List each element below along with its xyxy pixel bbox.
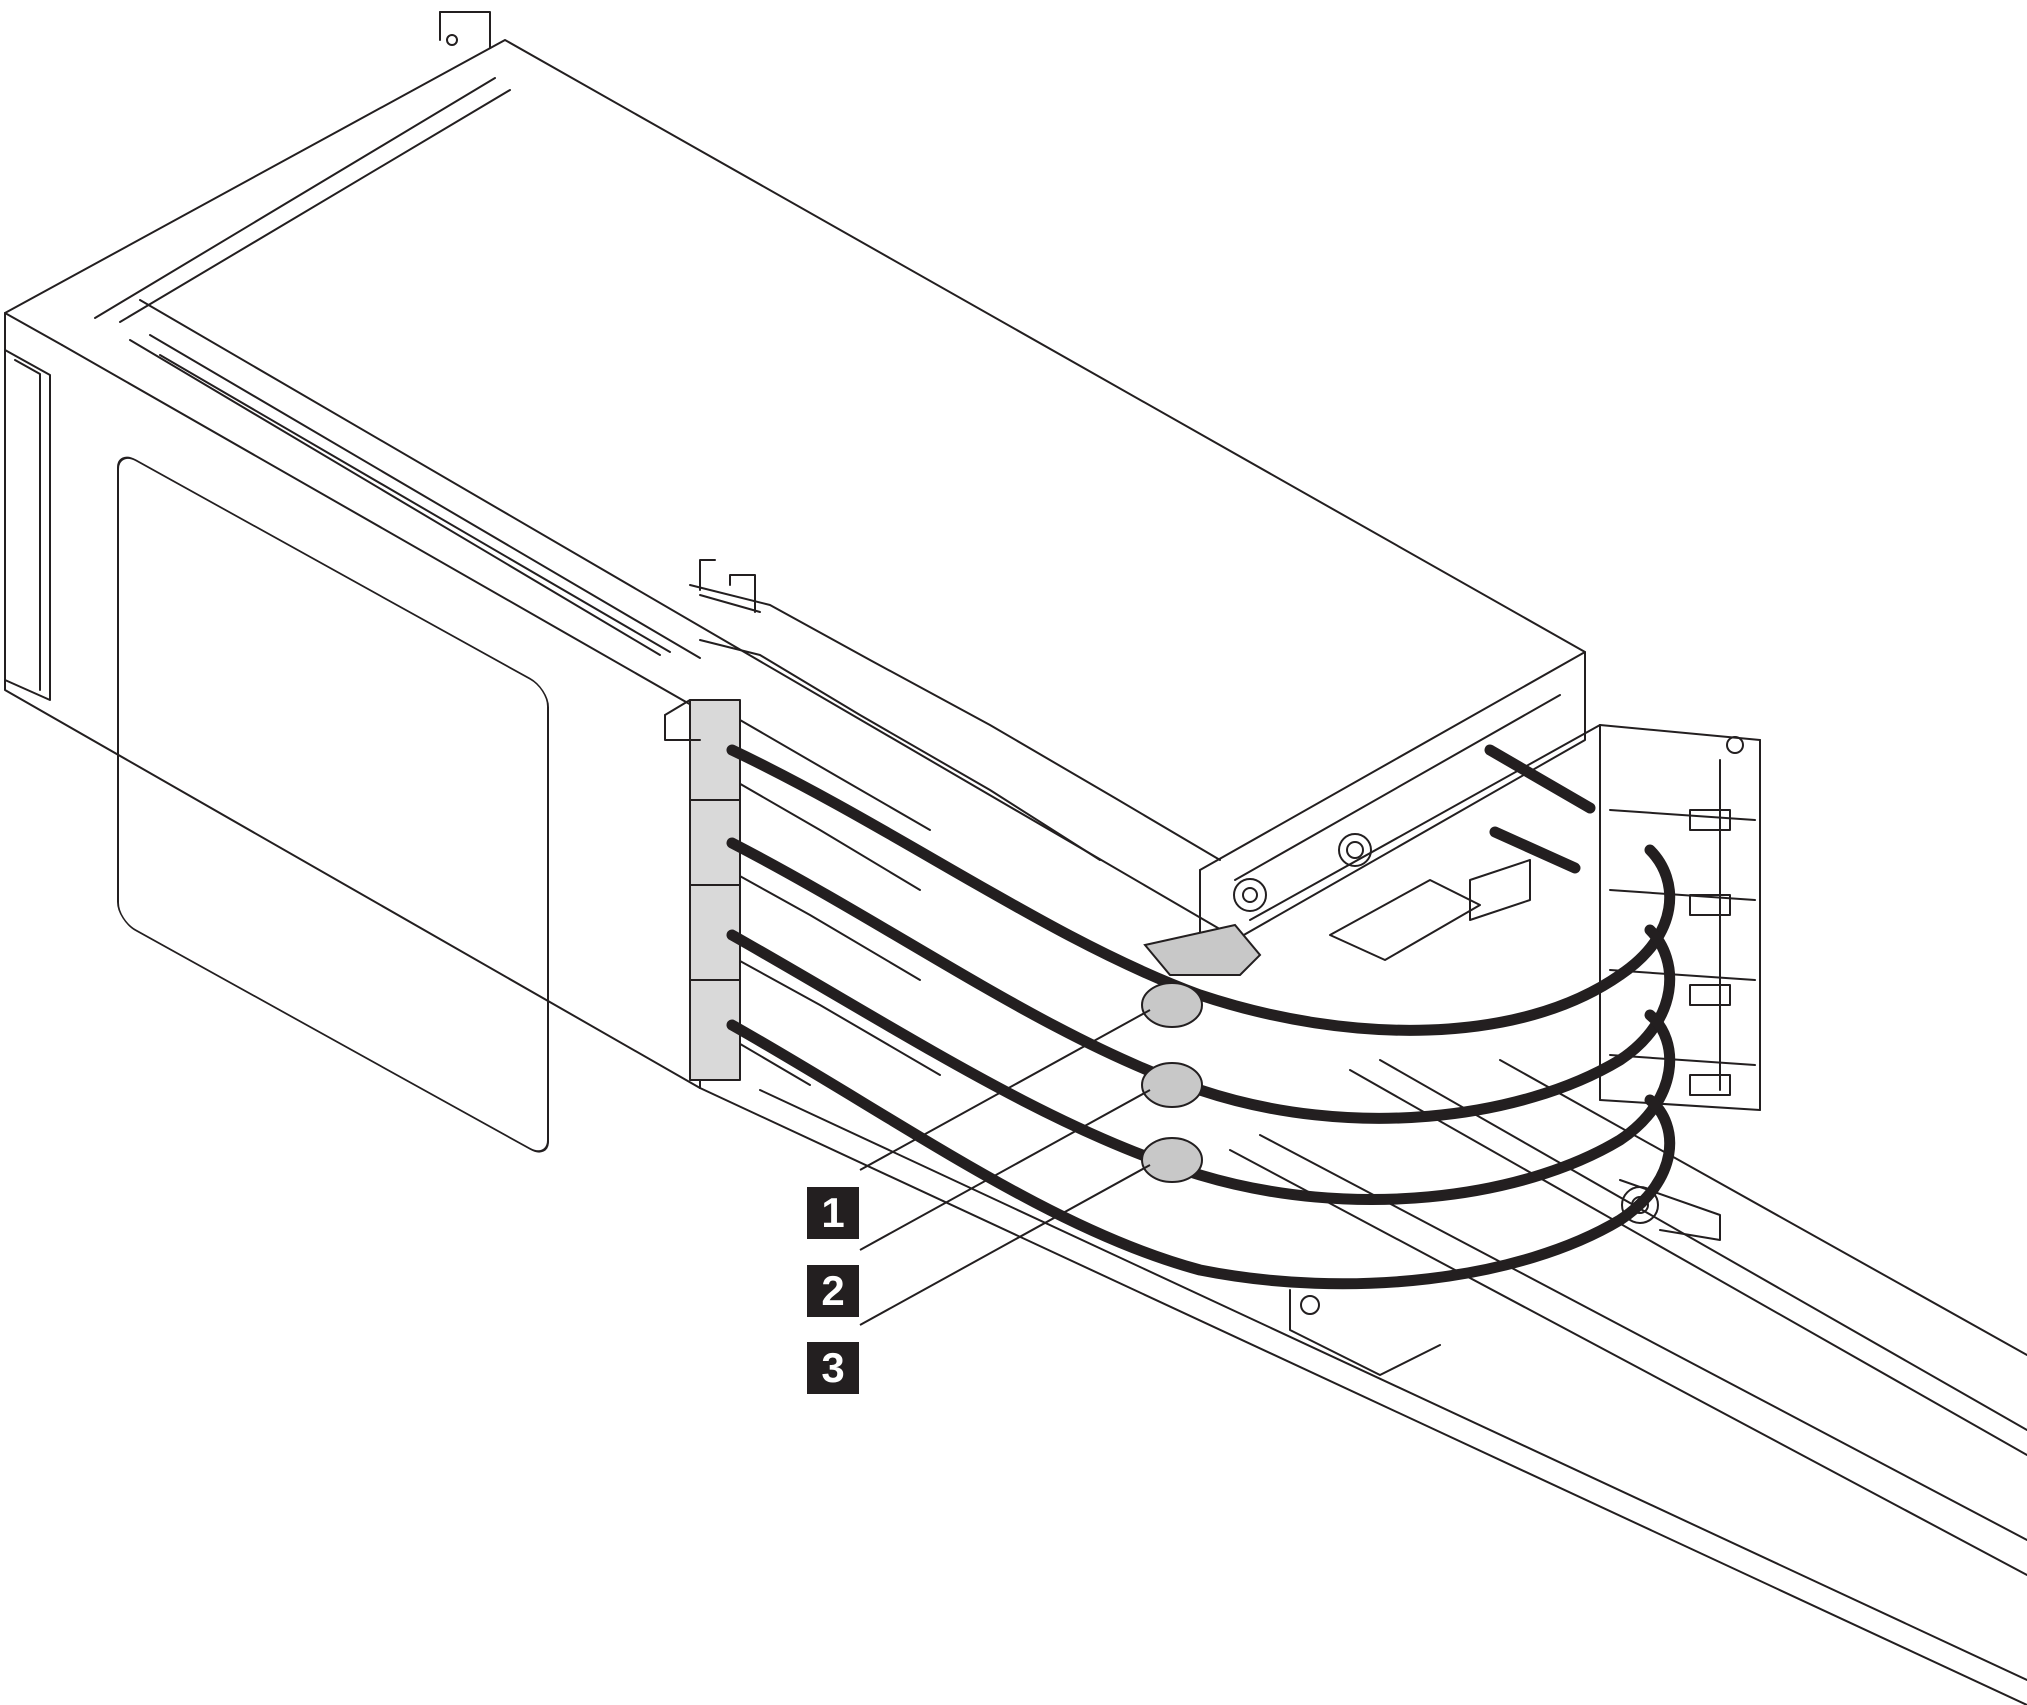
riser-right-bracket: [1199, 651, 1761, 1224]
riser-cage-body: [4, 11, 1586, 1153]
callout-1: 1: [807, 1187, 859, 1239]
callout-2: 2: [807, 1265, 859, 1317]
callout-2-number: 2: [821, 1267, 845, 1314]
callout-3-number: 3: [821, 1344, 845, 1391]
callout-1-number: 1: [821, 1189, 845, 1236]
cable-clips: [1141, 923, 1262, 1183]
cable-4: [726, 1019, 1676, 1290]
riser-internal-card: [689, 559, 1221, 1086]
callout-3: 3: [807, 1342, 859, 1394]
cable-clip-top: [1143, 923, 1262, 976]
cables: [726, 744, 1676, 1290]
callout-leaders: [859, 1009, 1151, 1326]
cable-clip-2: [1141, 1062, 1203, 1108]
chassis-rails: [699, 1059, 2027, 1705]
leader-1: [859, 1009, 1151, 1171]
leader-3: [859, 1164, 1151, 1326]
cable-top-a: [1484, 744, 1596, 814]
cable-top-b: [1489, 826, 1581, 874]
cable-clip-3: [1141, 1137, 1203, 1183]
cable-clip-1: [1141, 982, 1203, 1028]
leader-2: [859, 1089, 1151, 1251]
